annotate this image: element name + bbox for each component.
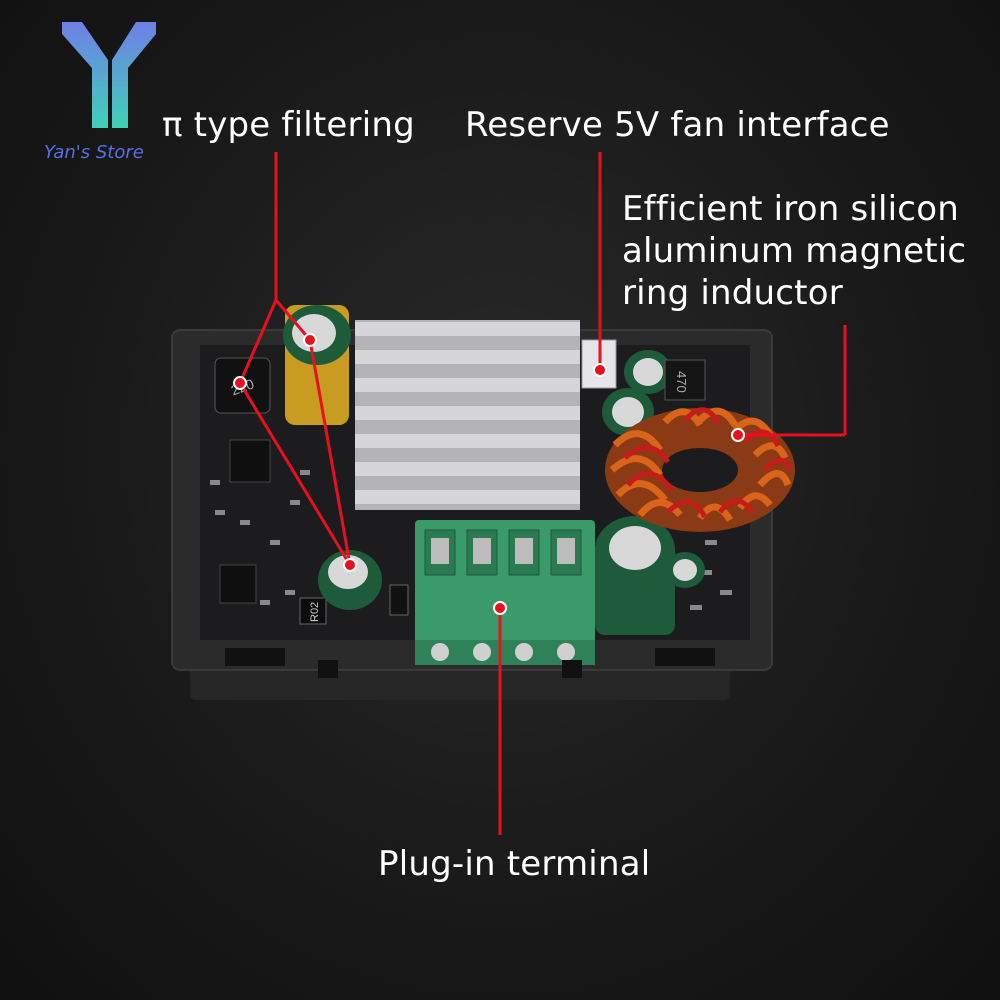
smd-components	[210, 470, 732, 610]
capacitor-top-left	[283, 305, 351, 425]
callout-lines	[238, 152, 847, 835]
ic-chip	[229, 439, 271, 483]
plug-in-terminal	[415, 520, 595, 665]
resistor	[299, 597, 327, 625]
ic-chip	[219, 564, 257, 604]
callout-pi-filtering: π type filtering	[162, 105, 415, 145]
case-clips	[225, 648, 715, 678]
inductor-top-marking: 470	[674, 371, 689, 393]
capacitor-small	[665, 552, 705, 588]
capacitor-right-top	[624, 350, 672, 394]
diode	[389, 584, 409, 616]
inductor-top	[664, 359, 706, 401]
callout-dots	[233, 333, 745, 615]
store-logo	[62, 22, 156, 128]
heatsink	[355, 320, 580, 510]
callout-inductor: Efficient iron silicon aluminum magnetic…	[622, 189, 967, 313]
capacitor-right-bottom	[595, 516, 675, 635]
callout-fan-interface: Reserve 5V fan interface	[465, 105, 890, 145]
toroid-inductor	[605, 407, 795, 532]
capacitor-bottom-left	[318, 550, 382, 610]
brand-name: Yan's Store	[44, 142, 144, 163]
resistor-marking: R02	[309, 602, 321, 622]
callout-terminal: Plug-in terminal	[378, 844, 651, 884]
